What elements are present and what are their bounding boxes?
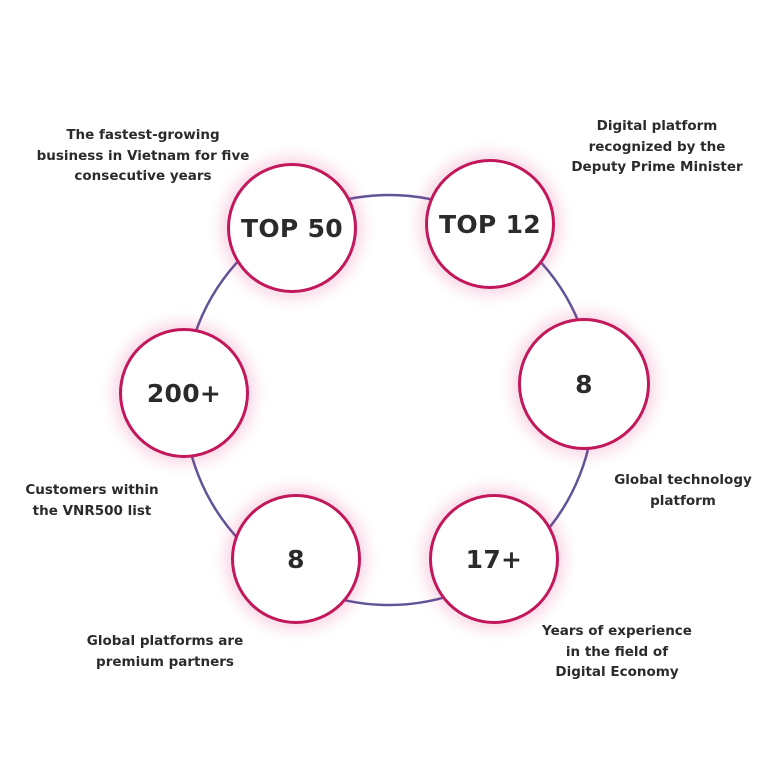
caption-cust200: Customers within the VNR500 list bbox=[6, 480, 178, 521]
caption-line: Digital Economy bbox=[555, 664, 679, 680]
caption-line: Global technology bbox=[614, 472, 752, 488]
stat-value-top50: TOP 50 bbox=[241, 213, 343, 243]
stat-bubble-cust200: 200+ bbox=[119, 328, 249, 458]
caption-line: Deputy Prime Minister bbox=[571, 159, 743, 175]
caption-line: Global platforms are bbox=[86, 633, 244, 649]
caption-exp17: Years of experience in the field of Digi… bbox=[522, 621, 712, 683]
caption-line: platform bbox=[650, 492, 716, 509]
stat-bubble-exp17: 17+ bbox=[429, 494, 559, 624]
caption-tech8: Global technology platform bbox=[598, 470, 768, 511]
caption-line: Customers within bbox=[25, 482, 159, 498]
caption-line: The fastest-growing bbox=[66, 127, 220, 143]
caption-line: in the field of bbox=[565, 643, 669, 660]
stat-bubble-partners8: 8 bbox=[231, 494, 361, 624]
caption-top12: Digital platform recognized by the Deput… bbox=[547, 116, 767, 178]
stat-bubble-tech8: 8 bbox=[518, 318, 650, 450]
caption-line: Years of experience bbox=[542, 623, 692, 639]
stat-value-partners8: 8 bbox=[287, 544, 305, 574]
caption-line: consecutive years bbox=[74, 168, 212, 184]
stat-bubble-top12: TOP 12 bbox=[425, 159, 555, 289]
caption-top50: The fastest-growing business in Vietnam … bbox=[14, 125, 272, 187]
stat-value-top12: TOP 12 bbox=[439, 209, 541, 239]
caption-line: Digital platform bbox=[596, 118, 718, 134]
caption-line: business in Vietnam for five bbox=[36, 147, 250, 164]
caption-partners8: Global platforms are premium partners bbox=[70, 631, 260, 672]
stat-value-exp17: 17+ bbox=[465, 544, 523, 574]
stat-value-cust200: 200+ bbox=[146, 378, 222, 408]
caption-line: recognized by the bbox=[588, 138, 726, 155]
caption-line: premium partners bbox=[96, 653, 234, 670]
stat-bubble-top50: TOP 50 bbox=[227, 163, 357, 293]
stat-value-tech8: 8 bbox=[575, 369, 593, 399]
caption-line: the VNR500 list bbox=[32, 502, 152, 519]
